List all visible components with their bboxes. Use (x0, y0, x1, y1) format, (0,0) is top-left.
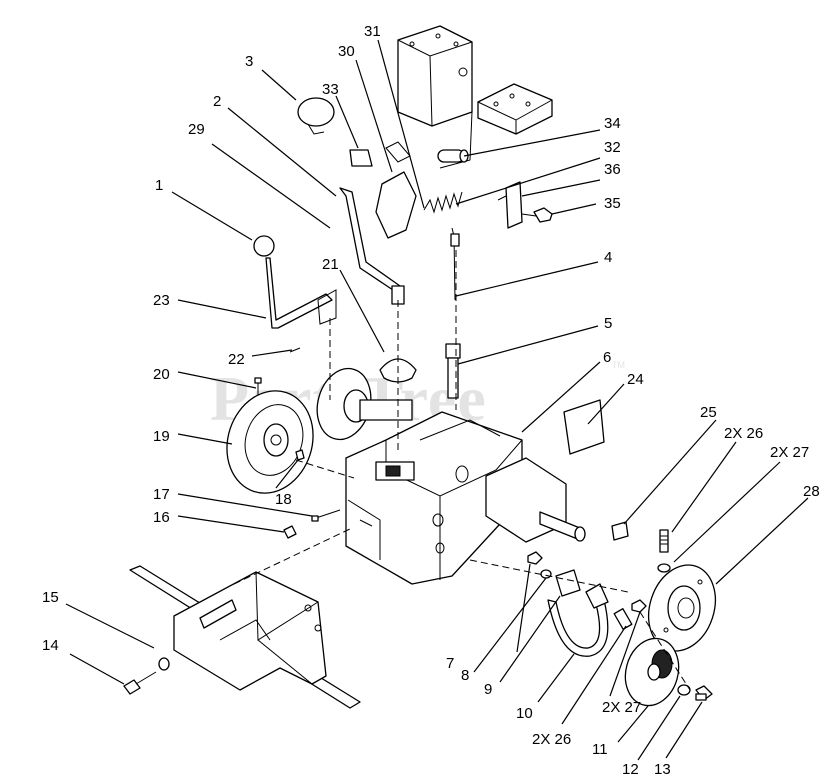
washer-15 (158, 657, 170, 671)
bolt-17 (311, 509, 341, 522)
callout-24: 24 (627, 371, 644, 388)
callout-27-lower: 2X 27 (602, 699, 641, 716)
nut-27-lower (631, 599, 647, 613)
assembly-lines (233, 250, 691, 691)
adapter-hub (624, 637, 680, 707)
lever-plate (349, 149, 373, 167)
nut-7 (527, 551, 543, 565)
pulley-key (295, 449, 305, 461)
pivot-bushing (437, 149, 469, 163)
callout-31: 31 (364, 23, 381, 40)
band-brackets (555, 569, 609, 609)
clamp-band (547, 599, 609, 657)
callout-20: 20 (153, 366, 170, 383)
callout-11: 11 (592, 741, 608, 758)
callout-32: 32 (604, 139, 621, 156)
screw-20 (254, 377, 262, 396)
frame-assembly (129, 565, 361, 709)
callout-25: 25 (700, 404, 717, 421)
drive-plate (316, 367, 413, 441)
callout-10: 10 (516, 705, 533, 722)
callout-3: 3 (245, 53, 253, 70)
callout-36: 36 (604, 161, 621, 178)
washer-8 (540, 569, 552, 579)
callout-30: 30 (338, 43, 355, 60)
callout-2: 2 (213, 93, 221, 110)
callout-34: 34 (604, 115, 621, 132)
watermark-trademark: TM (612, 360, 625, 370)
nut-16 (283, 525, 297, 539)
callout-17: 17 (153, 486, 170, 503)
shift-lever (339, 187, 405, 305)
callout-labels: 1 2 3 4 5 6 7 8 9 10 11 12 13 14 15 16 1… (42, 23, 820, 778)
shift-knob (297, 97, 335, 135)
callout-9: 9 (484, 681, 492, 698)
callout-21: 21 (322, 256, 339, 273)
bolt-35 (521, 207, 553, 223)
small-angle-bracket (497, 181, 523, 229)
callout-28: 28 (803, 483, 820, 500)
callout-26-lower: 2X 26 (532, 731, 571, 748)
wheel-hub (648, 564, 716, 652)
callout-33: 33 (322, 81, 339, 98)
control-cable (450, 227, 460, 301)
callout-35: 35 (604, 195, 621, 212)
upper-mounting-bracket (397, 25, 473, 127)
bolt-14 (123, 671, 157, 695)
bolt-26-lower (613, 608, 633, 630)
output-shaft (485, 457, 586, 543)
callout-22: 22 (228, 351, 245, 368)
shaft-key (611, 521, 629, 541)
extension-spring (423, 191, 463, 214)
callout-16: 16 (153, 509, 170, 526)
bolt-13 (695, 685, 713, 701)
speed-lever (265, 257, 337, 329)
callout-7: 7 (446, 655, 454, 672)
callout-8: 8 (461, 667, 469, 684)
cable-fitting (445, 343, 461, 399)
callout-23: 23 (153, 292, 170, 309)
speed-lever-knob (253, 235, 275, 257)
callout-13: 13 (654, 761, 671, 778)
callout-27-upper: 2X 27 (770, 444, 809, 461)
bolt-26-upper (659, 529, 669, 553)
callout-14: 14 (42, 637, 59, 654)
callout-18: 18 (275, 491, 292, 508)
callout-4: 4 (604, 249, 612, 266)
callout-12: 12 (622, 761, 639, 778)
callout-29: 29 (188, 121, 205, 138)
lever-guide-bracket (375, 141, 417, 239)
nut-27-upper (657, 563, 671, 573)
callout-6: 6 (603, 349, 611, 366)
lower-mounting-bracket (439, 83, 553, 169)
callout-1: 1 (155, 177, 163, 194)
callout-5: 5 (604, 315, 612, 332)
decal-label (563, 399, 605, 455)
leader-lines (65, 39, 809, 761)
callout-26-upper: 2X 26 (724, 425, 763, 442)
lever-pin (289, 347, 301, 353)
callout-19: 19 (153, 428, 170, 445)
callout-15: 15 (42, 589, 59, 606)
